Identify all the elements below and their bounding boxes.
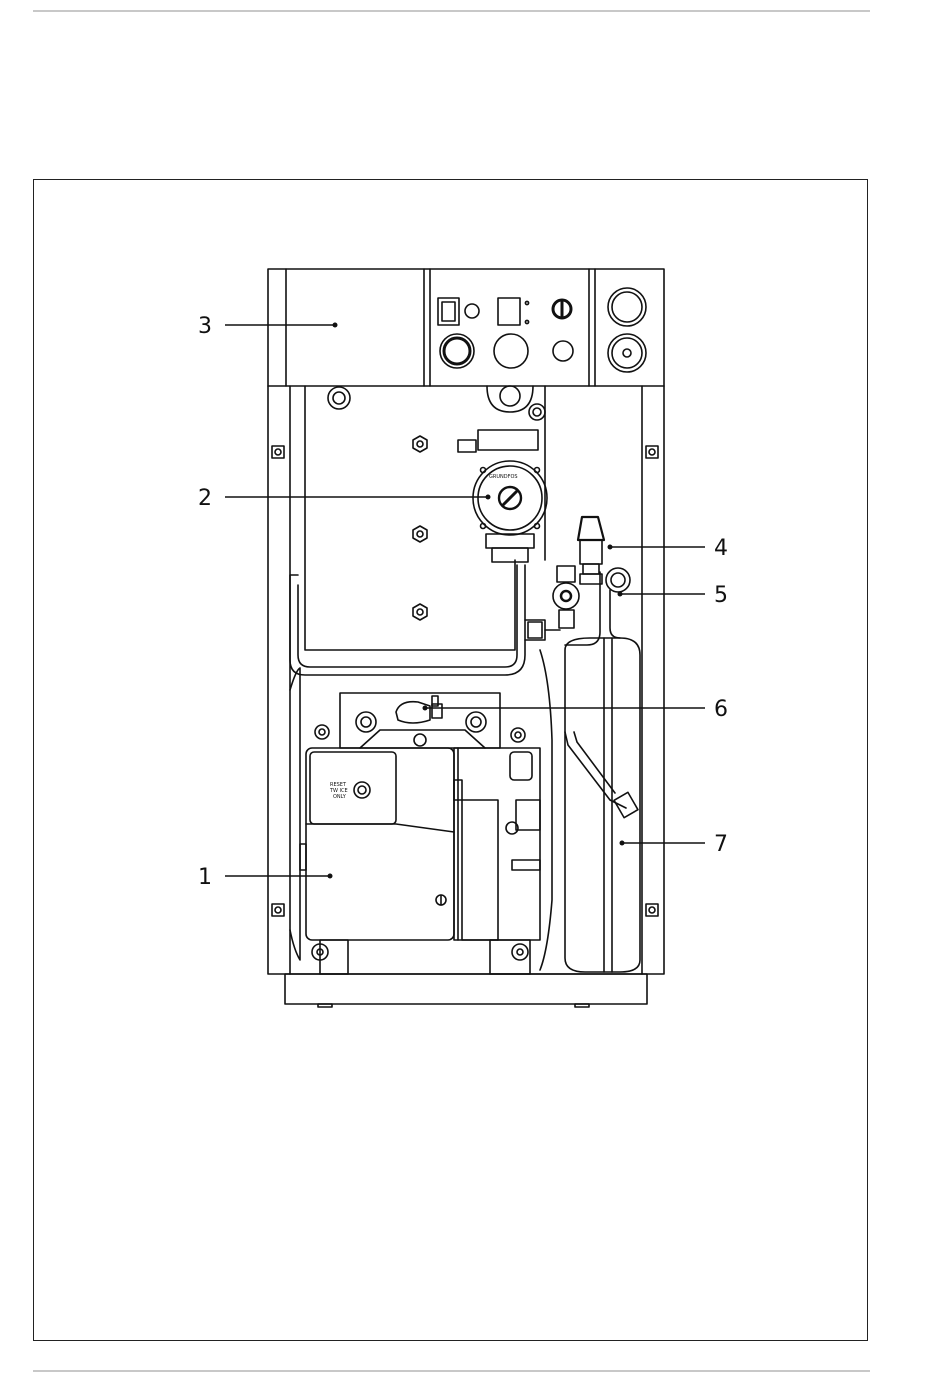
callout-7: 7 (714, 832, 728, 857)
callout-2: 2 (198, 486, 212, 511)
base-plinth (285, 974, 647, 1007)
pump-brand-text: GRUNDFOS (489, 474, 518, 480)
expansion-vessel (565, 638, 640, 972)
callout-dots (328, 323, 625, 879)
burner-mount (315, 693, 525, 748)
return-pipe (290, 565, 525, 675)
control-panel (286, 269, 646, 386)
burner-reset-text: RESET TW ICE ONLY (329, 782, 348, 800)
callout-6: 6 (714, 697, 728, 722)
callout-3: 3 (198, 314, 212, 339)
callout-4: 4 (714, 536, 728, 561)
callout-leaders (225, 325, 705, 876)
svg-text:ONLY: ONLY (333, 794, 347, 800)
air-vent (553, 566, 630, 645)
callout-1: 1 (198, 865, 212, 890)
heat-exchanger (305, 386, 545, 650)
callout-5: 5 (714, 583, 728, 608)
cabinet-bolts (272, 446, 658, 916)
